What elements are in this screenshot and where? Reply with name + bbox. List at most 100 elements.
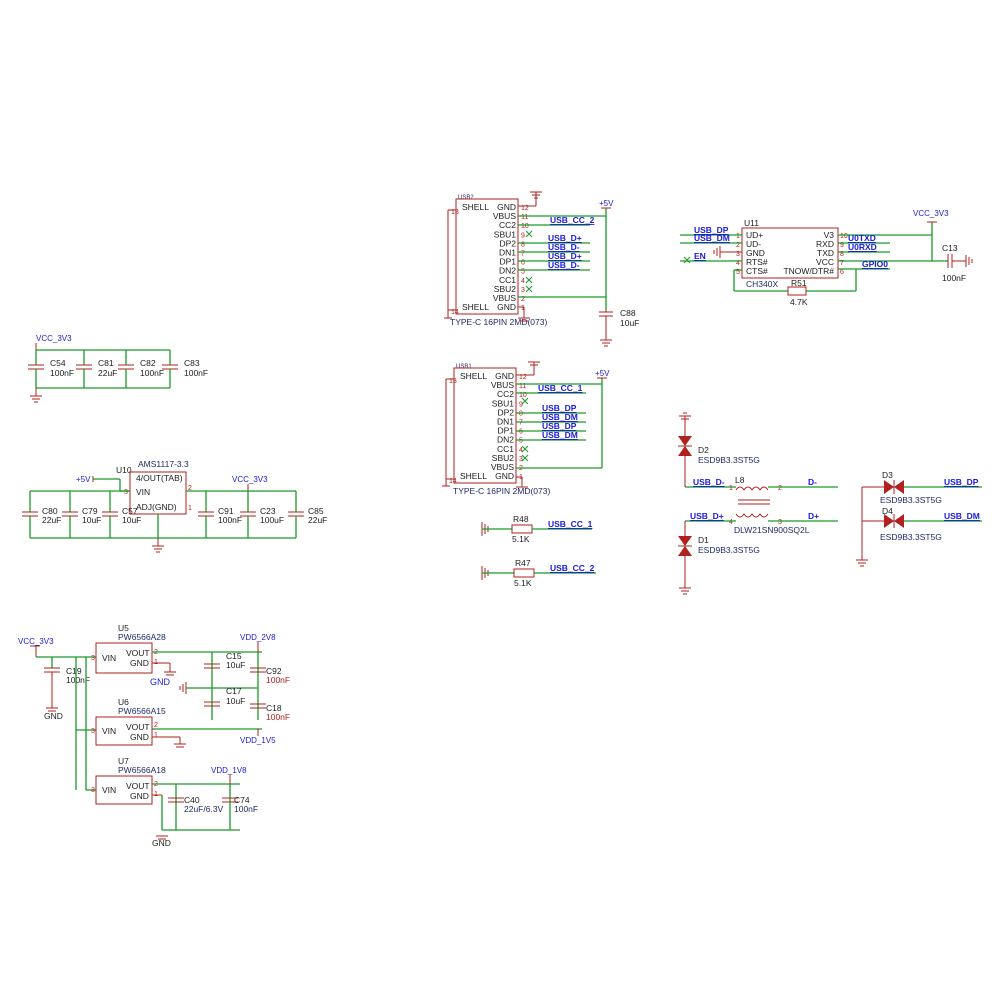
usb2-pin-6-number: 6 bbox=[521, 260, 525, 267]
d4-part: ESD9B3.3ST5G bbox=[880, 532, 942, 542]
usb1-pin-8-number: 4 bbox=[519, 447, 523, 454]
usb2-pin-7-name: DN2 bbox=[499, 266, 516, 276]
usb1-pin-1-number: 11 bbox=[519, 383, 526, 390]
usb1-pin-2-number: 10 bbox=[519, 392, 527, 399]
cap-c54-value: 100nF bbox=[50, 368, 74, 378]
usb2-pin-8-name: CC1 bbox=[499, 275, 516, 285]
usb1-pin-9-name: SBU2 bbox=[492, 453, 514, 463]
usb2-shell-pin-14: 14 bbox=[451, 309, 459, 316]
usb2-net-dminus-b: USB_D- bbox=[548, 260, 580, 270]
usb1-net-dp-b: USB_DP bbox=[542, 421, 577, 431]
usb1-pin-0-name: GND bbox=[495, 371, 514, 381]
u5-ref: U5 bbox=[118, 623, 129, 633]
cap-c83-ref: C83 bbox=[184, 358, 200, 368]
u5-vout: VOUT bbox=[126, 648, 150, 658]
u6-part: PW6566A15 bbox=[118, 706, 166, 716]
u11-left-pin-num-4: 5 bbox=[736, 269, 740, 276]
l8-pin-1: 1 bbox=[729, 485, 733, 492]
vdd2v8-label: VDD_2V8 bbox=[240, 633, 276, 642]
u6-pin-1: 1 bbox=[154, 732, 158, 739]
u10-vout-pin: 4/OUT(TAB) bbox=[136, 473, 183, 483]
usb1-pin-0-number: 12 bbox=[519, 374, 527, 381]
cc-pulldown-resistors: R48 5.1K USB_CC_1 R47 5.1K USB_CC_2 bbox=[481, 514, 596, 588]
u11-left-pin-3: RTS# bbox=[746, 257, 768, 267]
d3-ref: D3 bbox=[882, 470, 893, 480]
usb2-5v-label: +5V bbox=[599, 199, 614, 208]
usb2-pin-6-name: DP1 bbox=[499, 257, 516, 267]
usb2-pin-11-name: GND bbox=[497, 302, 516, 312]
usb1-pin-11-number: 1 bbox=[519, 474, 523, 481]
r48-net-cc1: USB_CC_1 bbox=[548, 519, 593, 529]
cap-c81-ref: C81 bbox=[98, 358, 114, 368]
esd-net-usb-dm: USB_DM bbox=[944, 511, 980, 521]
u11-right-pin-2: TXD bbox=[817, 248, 834, 258]
choke-net-dminus-out: D- bbox=[808, 477, 817, 487]
usb1-pin-11-name: GND bbox=[495, 471, 514, 481]
usb2-pin-9-name: SBU2 bbox=[494, 284, 516, 294]
usb1-pin-6-name: DP1 bbox=[497, 426, 514, 436]
u11-net-en: EN bbox=[694, 251, 706, 261]
r51-ref: R51 bbox=[791, 278, 807, 288]
l8-ref: L8 bbox=[735, 475, 745, 485]
u11-right-pin-4: TNOW/DTR# bbox=[783, 266, 834, 276]
u7-body bbox=[95, 775, 153, 805]
cap-c85-ref: C85 bbox=[308, 506, 324, 516]
usb2-pin-1-number: 11 bbox=[521, 214, 528, 221]
cap-c81-value: 22uF bbox=[98, 368, 117, 378]
usb2-pin-3-name: SBU1 bbox=[494, 229, 516, 239]
usb1-5v-label: +5V bbox=[595, 369, 610, 378]
usb2-pin-9-number: 3 bbox=[521, 287, 525, 294]
c18-value: 100nF bbox=[266, 712, 290, 722]
u11-right-pin-3: VCC bbox=[816, 257, 834, 267]
usb1-shell-top: SHELL bbox=[460, 371, 487, 381]
u11-net-usb-dm: USB_DM bbox=[694, 233, 730, 243]
l8-part: DLW21SN900SQ2L bbox=[734, 525, 810, 535]
u6-body bbox=[95, 716, 153, 746]
usb2-footprint: TYPE-C 16PIN 2MD(073) bbox=[450, 317, 547, 327]
u6-vout: VOUT bbox=[126, 722, 150, 732]
usb1-pin-3-number: 9 bbox=[519, 401, 523, 408]
usb1-body bbox=[453, 367, 517, 484]
usb1-ref: USB1 bbox=[456, 364, 472, 370]
usb2-pin-0-name: GND bbox=[497, 202, 516, 212]
usb2-pin-4-name: DP2 bbox=[499, 238, 516, 248]
l8-pin-3: 3 bbox=[778, 519, 782, 526]
u7-vin: VIN bbox=[102, 785, 116, 795]
u11-net-u0txd: U0TXD bbox=[848, 233, 876, 243]
u11-left-pin-num-3: 4 bbox=[736, 260, 740, 267]
usb1-pin-4-number: 8 bbox=[519, 410, 523, 417]
u11-right-pin-0: V3 bbox=[824, 230, 835, 240]
u10-5v-label: +5V bbox=[76, 475, 91, 484]
u5-gnd: GND bbox=[130, 658, 149, 668]
u11-left-pin-num-0: 1 bbox=[736, 233, 740, 240]
u11-right-pin-num-0: 10 bbox=[840, 233, 848, 240]
c13-value: 100nF bbox=[942, 273, 966, 283]
c74-ref: C74 bbox=[234, 795, 250, 805]
u10-pin-2: 2 bbox=[188, 485, 192, 492]
u11-body bbox=[741, 227, 839, 279]
u11-left-pin-num-2: 3 bbox=[736, 251, 740, 258]
cap-c83-value: 100nF bbox=[184, 368, 208, 378]
cap-c23-ref: C23 bbox=[260, 506, 276, 516]
usb1-net-dm-b: USB_DM bbox=[542, 430, 578, 440]
u6-ref: U6 bbox=[118, 697, 129, 707]
u6-vin: VIN bbox=[102, 726, 116, 736]
u5-vin: VIN bbox=[102, 653, 116, 663]
usb2-net-dplus-b: USB_D+ bbox=[548, 251, 582, 261]
usb1-net-dp-a: USB_DP bbox=[542, 403, 577, 413]
usb2-body bbox=[455, 198, 519, 315]
ams1117-regulator-u10: U10 AMS1117-3.3 4/OUT(TAB) VIN ADJ(GND) … bbox=[22, 459, 327, 553]
c17-ref: C17 bbox=[226, 686, 242, 696]
usb1-pin-6-number: 6 bbox=[519, 429, 523, 436]
u10-part: AMS1117-3.3 bbox=[138, 459, 189, 469]
usb1-pin-10-name: VBUS bbox=[491, 462, 514, 472]
l8-pin-2: 2 bbox=[778, 485, 782, 492]
usb2-net-cc2: USB_CC_2 bbox=[550, 215, 595, 225]
usb1-pin-8-name: CC1 bbox=[497, 444, 514, 454]
d4-ref: D4 bbox=[882, 506, 893, 516]
u7-pin-3: 3 bbox=[91, 787, 95, 794]
c88-ref: C88 bbox=[620, 308, 636, 318]
usb1-pin-5-name: DN1 bbox=[497, 417, 514, 427]
u10-body bbox=[129, 471, 187, 515]
u5-body bbox=[95, 642, 153, 674]
